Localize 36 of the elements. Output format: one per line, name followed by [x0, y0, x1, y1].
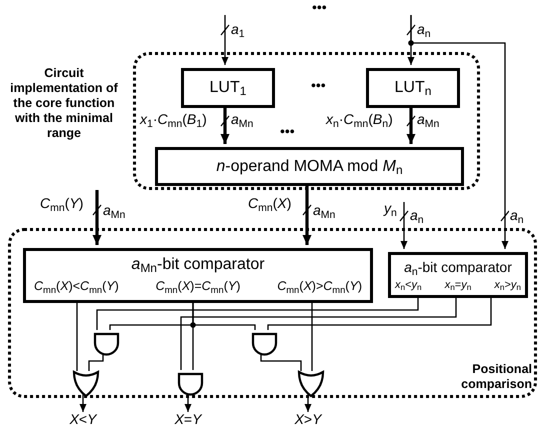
arrow — [222, 15, 228, 65]
dotted-group-border — [8, 228, 537, 398]
arrow — [410, 15, 508, 249]
dotted-group-border — [133, 52, 480, 190]
signal-label: C$_{mn}$(Y) — [40, 196, 84, 210]
group-heading: Circuit implementation of the core function with the minimal range — [9, 66, 119, 141]
bus-arrow — [406, 105, 416, 144]
signal-label: x$_{n}$·C$_{mn}$(B$_{n}$) — [326, 112, 393, 126]
bus-arrow — [302, 183, 312, 245]
wire — [88, 353, 104, 371]
or-gate — [73, 371, 99, 397]
lut-box: LUT$_{n}$ — [366, 68, 460, 108]
output-label: X=Y — [163, 412, 213, 430]
signal-label: ••• — [312, 0, 327, 14]
comparator-box: a$_{Mn}$-bit comparator C$_{mn}$(X)<C$_{mn}$(Y) C$_{mn}$(X)=C$_{mn}$(Y) C$_{mn}$(X)>C$_{mn}$(Y) — [23, 248, 373, 303]
or-gate — [298, 371, 324, 397]
signal-label: C$_{mn}$(X) — [248, 196, 292, 210]
comparator-box: a$_{n}$-bit comparator x$_{n}$<y$_{n}$ x$_{n}$=y$_{n}$ x$_{n}$>y$_{n}$ — [388, 252, 528, 298]
output-label: X>Y — [283, 412, 333, 430]
wire — [260, 353, 302, 371]
output-label: X<Y — [58, 412, 108, 430]
signal-label: ••• — [280, 124, 295, 138]
and-gate — [94, 333, 119, 356]
edge-label: a$_{n}$ — [509, 208, 525, 222]
signal-label: ••• — [311, 78, 326, 92]
arrow — [400, 202, 408, 249]
signal-label: x$_{1}$·C$_{mn}$(B$_{1}$) — [140, 112, 207, 126]
lut-box: LUT$_{1}$ — [181, 68, 275, 108]
signal-label: y$_{n}$ — [384, 201, 404, 217]
bus-arrow — [220, 105, 230, 144]
and-gate — [252, 333, 277, 356]
and-gate — [178, 373, 204, 396]
arrow — [80, 394, 86, 412]
group-heading: Positional comparison — [460, 362, 532, 392]
bus-arrow — [92, 190, 102, 245]
adder-box: n-operand MOMA mod M$_{n}$ — [155, 147, 464, 186]
